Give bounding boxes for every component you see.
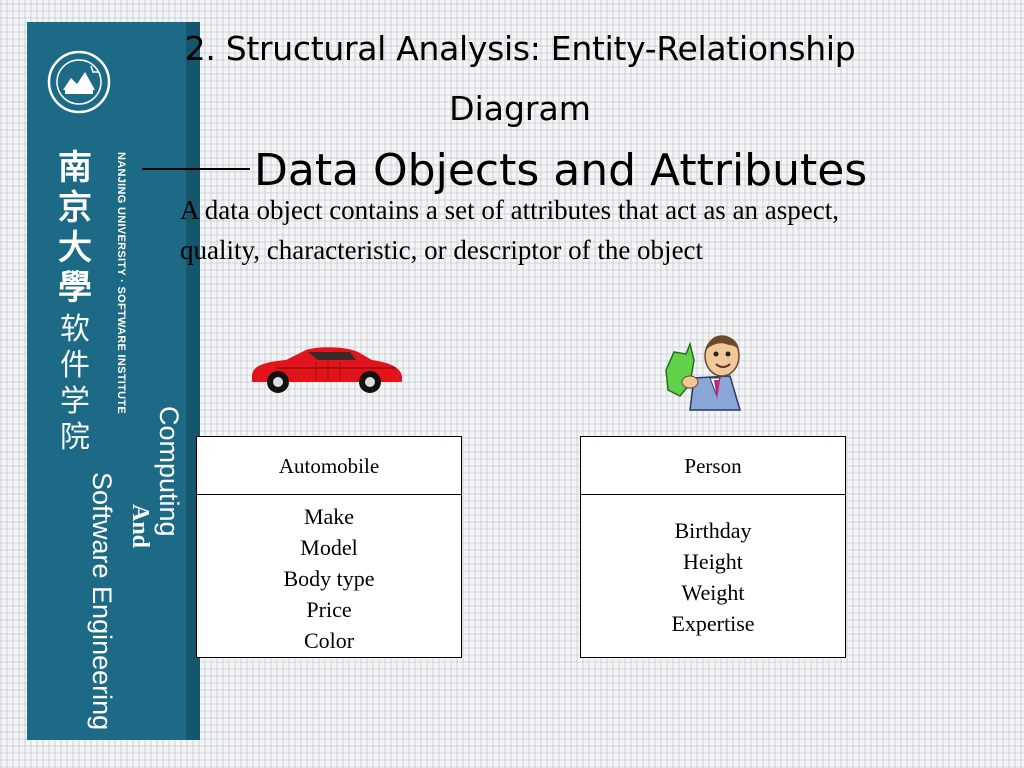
slide-subtitle: Data Objects and Attributes [142, 145, 902, 197]
institute-name-en: NANJING UNIVERSITY · SOFTWARE INSTITUTE [115, 152, 127, 415]
list-item: Make [303, 504, 355, 529]
entity-name: Person [581, 437, 845, 495]
sidebar-computing: Computing [154, 406, 184, 537]
entity-name: Automobile [197, 437, 461, 495]
list-item: Model [300, 535, 358, 560]
list-item: Price [306, 597, 352, 622]
person-with-money-icon [665, 335, 742, 411]
university-name-cn: 南京大學 [58, 148, 92, 308]
list-item: Height [683, 549, 743, 574]
list-item: Weight [681, 580, 745, 605]
sidebar-banner: 南京大學 软件学院 NANJING UNIVERSITY · SOFTWARE … [27, 22, 200, 740]
slide-title-line1: 2. Structural Analysis: Entity-Relations… [184, 29, 856, 68]
red-sports-car-icon [252, 347, 402, 393]
attribute-list: Make Model Body type Price Color [197, 495, 461, 656]
entity-automobile: Automobile Make Model Body type Price Co… [196, 436, 462, 658]
list-item: Expertise [671, 611, 755, 636]
list-item: Birthday [674, 518, 752, 543]
slide-title-line2: Diagram [449, 89, 591, 128]
sidebar-and: And [127, 504, 153, 549]
list-item: Body type [283, 566, 375, 591]
dash-divider [142, 168, 250, 170]
subtitle-text: Data Objects and Attributes [254, 145, 868, 196]
list-item: Color [303, 628, 355, 653]
university-seal-icon [47, 50, 111, 114]
sidebar-software-engineering: Software Engineering [87, 472, 117, 731]
institute-name-cn: 软件学院 [60, 312, 90, 455]
attribute-list: Birthday Height Weight Expertise [581, 495, 845, 639]
entity-person: Person Birthday Height Weight Expertise [580, 436, 846, 658]
slide-body-text: A data object contains a set of attribut… [180, 195, 840, 265]
